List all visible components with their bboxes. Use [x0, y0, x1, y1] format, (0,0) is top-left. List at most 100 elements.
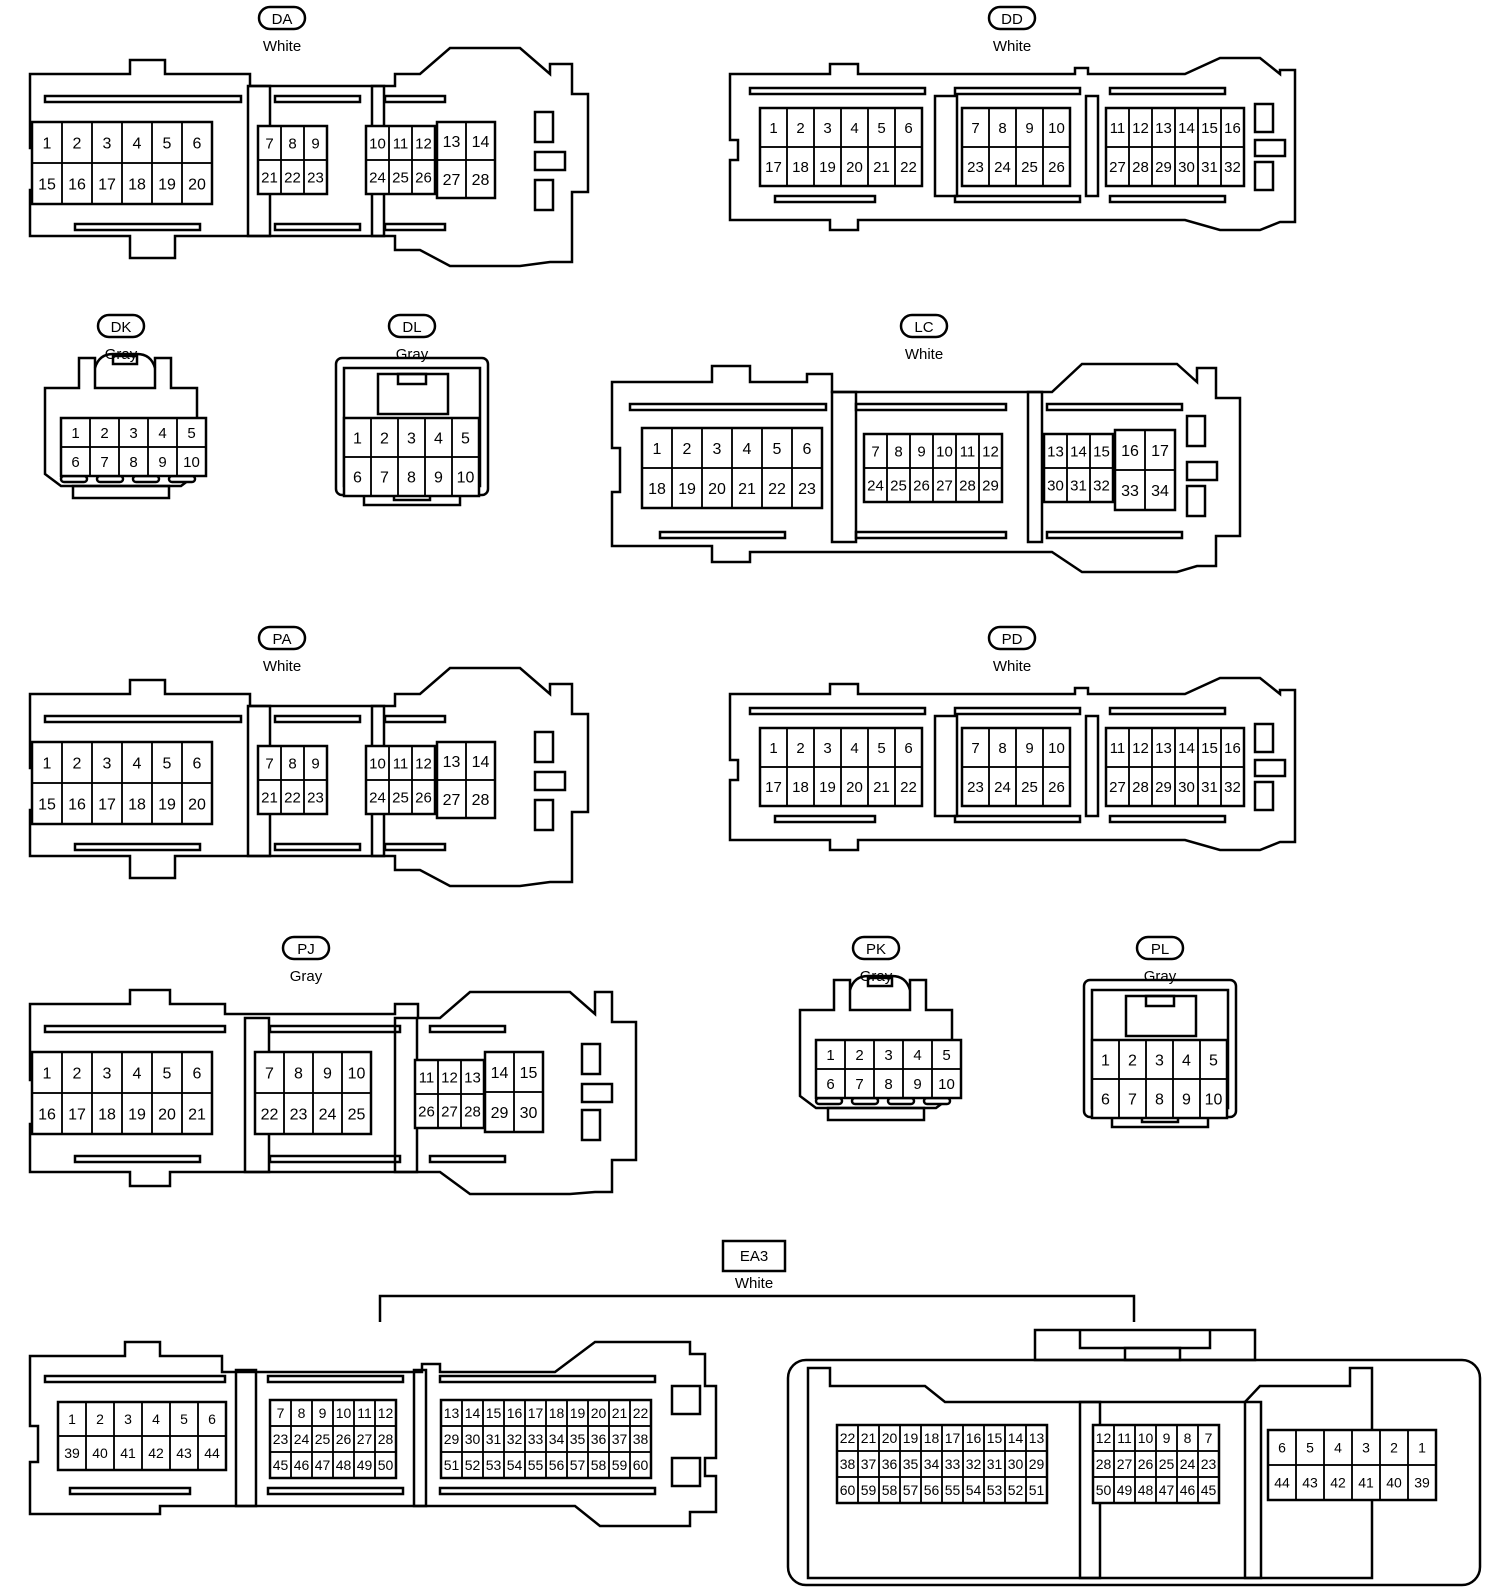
terminal-number: 19 — [158, 796, 176, 813]
terminal-number: 8 — [894, 443, 902, 460]
terminal-number: 17 — [98, 796, 116, 813]
terminal-number: 27 — [443, 172, 461, 189]
terminal-number: 26 — [1138, 1456, 1154, 1472]
terminal-number: 8 — [998, 740, 1006, 757]
latch-tab — [111, 354, 139, 366]
terminal-number: 20 — [188, 176, 206, 193]
side-latch — [533, 150, 567, 172]
terminal-number: 9 — [1182, 1091, 1191, 1108]
top-latch — [1078, 1330, 1212, 1350]
terminal-number: 12 — [378, 1405, 394, 1421]
housing-outline — [28, 1340, 718, 1528]
terminal-number: 23 — [290, 1106, 308, 1123]
connector-code-oval — [281, 935, 331, 961]
connector-code: DA — [272, 11, 293, 28]
terminal-number: 33 — [945, 1456, 961, 1472]
terminal-number: 21 — [738, 481, 756, 498]
terminal-number: 40 — [1386, 1475, 1402, 1491]
terminal-number: 2 — [683, 441, 692, 458]
terminal-number: 23 — [307, 789, 324, 806]
connector-code-oval — [899, 313, 949, 339]
terminal-number: 46 — [1180, 1482, 1196, 1498]
terminal-number: 42 — [1330, 1475, 1346, 1491]
terminal-cell — [374, 1451, 397, 1479]
terminal-cell — [629, 1451, 652, 1479]
terminal-number: 10 — [369, 135, 386, 152]
terminal-number: 8 — [298, 1405, 306, 1421]
top-latch — [1123, 1346, 1182, 1362]
divider — [393, 1016, 419, 1174]
terminal-number: 14 — [1178, 740, 1195, 757]
terminal-number: 24 — [319, 1106, 337, 1123]
connector-code-oval — [1135, 935, 1185, 961]
terminal-number: 4 — [158, 425, 166, 442]
terminal-number: 7 — [100, 454, 108, 471]
terminal-number: 3 — [407, 430, 416, 447]
terminal-number: 1 — [43, 135, 52, 152]
terminal-number: 9 — [311, 135, 319, 152]
terminal-cell — [411, 779, 436, 815]
side-latch — [533, 110, 555, 144]
terminal-cell — [1144, 469, 1176, 511]
lock-slot — [273, 222, 362, 232]
terminal-number: 19 — [903, 1430, 919, 1446]
terminal-number: 6 — [71, 454, 79, 471]
terminal-number: 34 — [924, 1456, 940, 1472]
terminal-number: 12 — [415, 135, 432, 152]
terminal-cell — [303, 779, 328, 815]
terminal-number: 10 — [936, 443, 953, 460]
terminal-number: 6 — [353, 469, 362, 486]
terminal-number: 51 — [1029, 1482, 1045, 1498]
terminal-number: 3 — [103, 135, 112, 152]
latch-tab — [396, 372, 428, 386]
terminal-number: 4 — [850, 740, 858, 757]
terminal-number: 29 — [1155, 159, 1172, 176]
housing-base — [826, 1106, 926, 1122]
terminal-cell — [341, 1092, 372, 1135]
side-latch — [580, 1042, 602, 1076]
terminal-cell — [791, 467, 823, 509]
terminal-number: 2 — [855, 1047, 863, 1064]
terminal-number: 26 — [1048, 159, 1065, 176]
terminal-number: 11 — [1110, 120, 1126, 137]
terminal-number: 15 — [38, 176, 56, 193]
connector-color: Gray — [396, 346, 429, 363]
terminal-number: 8 — [1184, 1430, 1192, 1446]
terminal-number: 15 — [486, 1405, 502, 1421]
lock-slot — [428, 1024, 507, 1034]
connector-code-box — [721, 1239, 787, 1273]
terminal-number: 6 — [193, 755, 202, 772]
terminal-number: 5 — [187, 425, 195, 442]
terminal-cell — [1199, 1078, 1228, 1119]
terminal-number: 3 — [884, 1047, 892, 1064]
terminal-number: 27 — [1109, 159, 1126, 176]
terminal-number: 11 — [357, 1405, 372, 1421]
lock-slot — [1108, 814, 1227, 824]
terminal-number: 5 — [163, 135, 172, 152]
terminal-number: 18 — [648, 481, 666, 498]
terminal-number: 17 — [765, 159, 782, 176]
terminal-number: 30 — [1047, 477, 1064, 494]
terminal-number: 4 — [850, 120, 858, 137]
latch-tab — [1144, 994, 1176, 1008]
side-latch — [1253, 138, 1287, 158]
terminal-number: 18 — [128, 176, 146, 193]
terminal-number: 14 — [472, 754, 490, 771]
terminal-number: 5 — [163, 1065, 172, 1082]
terminal-number: 5 — [942, 1047, 950, 1064]
terminal-number: 32 — [1224, 159, 1241, 176]
connector-code-oval — [257, 625, 307, 651]
terminal-number: 43 — [176, 1445, 192, 1461]
terminal-number: 6 — [826, 1076, 834, 1093]
terminal-cell — [894, 146, 923, 187]
divider — [412, 1368, 428, 1508]
terminal-number: 4 — [434, 430, 443, 447]
terminal-number: 2 — [1390, 1440, 1398, 1456]
terminal-number: 24 — [369, 789, 386, 806]
terminal-number: 49 — [357, 1457, 373, 1473]
terminal-number: 30 — [520, 1105, 538, 1122]
terminal-number: 3 — [713, 441, 722, 458]
terminal-number: 10 — [1048, 120, 1065, 137]
terminal-number: 16 — [68, 796, 86, 813]
